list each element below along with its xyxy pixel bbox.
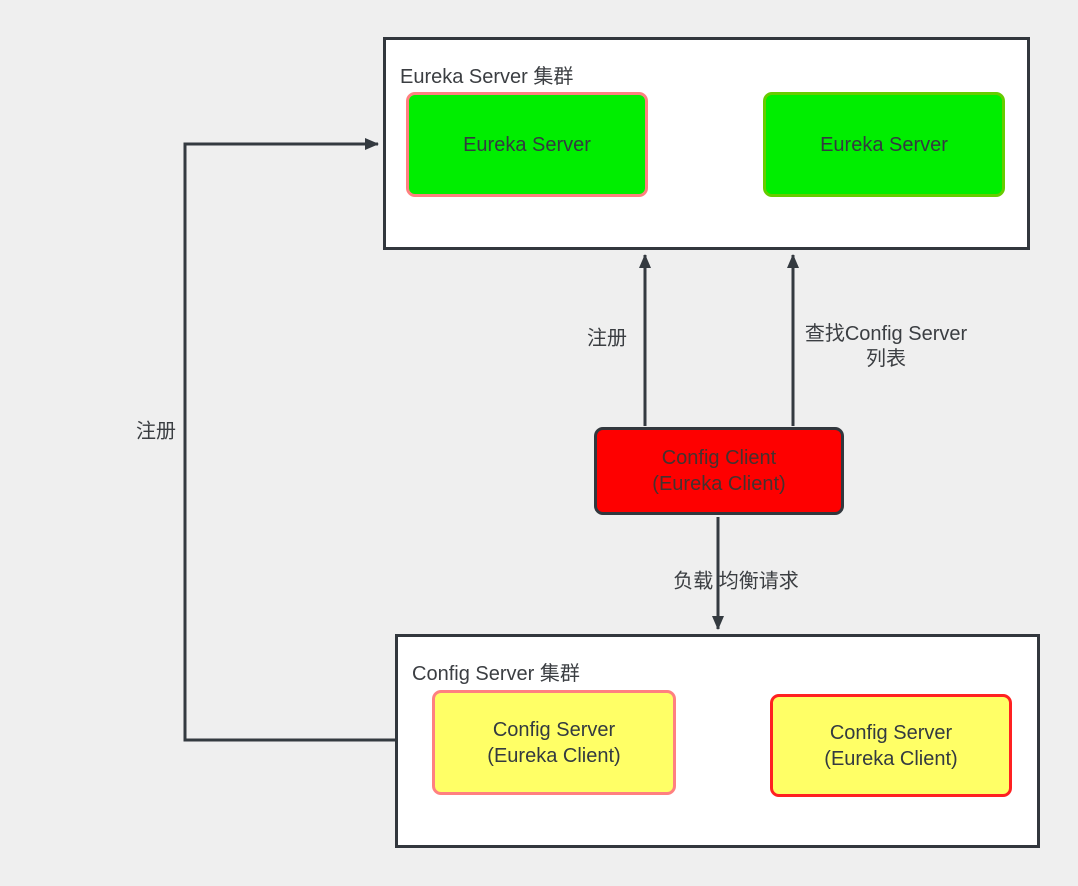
- node-eureka-server-1: Eureka Server: [406, 92, 648, 197]
- edge-label-register-left: 注册: [136, 420, 176, 443]
- eureka-cluster-group: Eureka Server 集群 Eureka Server Eureka Se…: [383, 37, 1030, 250]
- edge-label-lookup-line2: 列表: [866, 348, 906, 370]
- edge-label-register-mid: 注册: [587, 327, 627, 350]
- node-config-server-1: Config Server (Eureka Client): [432, 690, 676, 795]
- node-eureka-server-2: Eureka Server: [763, 92, 1005, 197]
- node-config-server-2: Config Server (Eureka Client): [770, 694, 1012, 797]
- eureka-cluster-title: Eureka Server 集群: [400, 66, 574, 88]
- node-config-server-1-line2: (Eureka Client): [487, 744, 621, 767]
- node-config-client: Config Client (Eureka Client): [594, 427, 844, 515]
- node-eureka-server-2-label: Eureka Server: [820, 133, 948, 156]
- node-config-client-line1: Config Client: [661, 447, 777, 469]
- node-config-server-1-line1: Config Server: [492, 718, 616, 741]
- config-cluster-group: Config Server 集群 Config Server (Eureka C…: [395, 634, 1040, 848]
- node-config-server-2-line2: (Eureka Client): [824, 747, 958, 770]
- node-config-client-line2: (Eureka Client): [652, 473, 786, 495]
- node-config-server-2-line1: Config Server: [829, 721, 953, 744]
- edge-label-lookup-config-server: 查找Config Server 列表: [805, 322, 967, 372]
- edge-label-lookup-line1: 查找Config Server: [804, 323, 968, 345]
- config-cluster-title: Config Server 集群: [412, 663, 580, 685]
- edge-register-left: [183, 138, 395, 742]
- node-eureka-server-1-label: Eureka Server: [463, 133, 591, 156]
- edge-label-load-balance: 负载 均衡请求: [673, 570, 799, 593]
